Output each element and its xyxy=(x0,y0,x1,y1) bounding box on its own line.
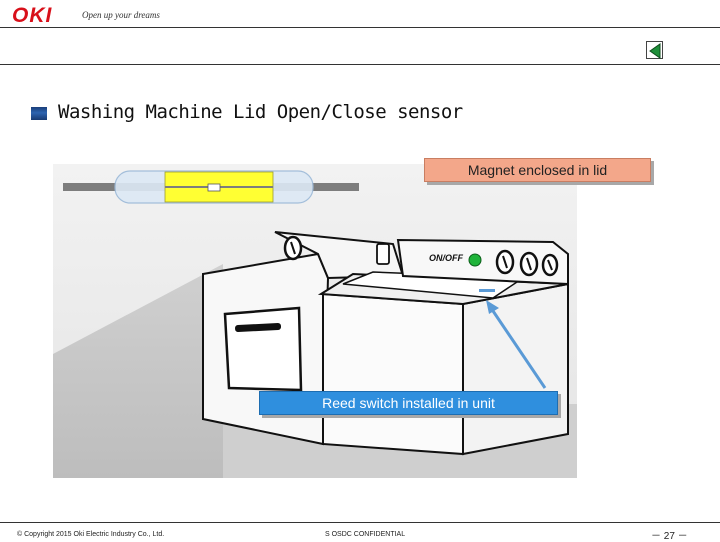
footer-rule xyxy=(0,522,720,523)
page-number: － 27 － xyxy=(651,531,688,542)
dryer-icon xyxy=(202,231,405,446)
header-rule-top xyxy=(0,27,720,28)
confidential-label: S OSDC CONFIDENTIAL xyxy=(325,531,406,538)
title-bullet-icon xyxy=(31,107,47,120)
power-indicator-icon xyxy=(468,253,482,267)
reed-switch-location xyxy=(479,289,495,292)
on-off-label: ON/OFF xyxy=(429,253,463,263)
back-button[interactable] xyxy=(646,41,663,59)
logo-tagline: Open up your dreams xyxy=(82,10,160,20)
triangle-left-icon xyxy=(649,43,661,59)
oki-logo: OKI xyxy=(12,4,53,27)
header-rule-bottom xyxy=(0,64,720,65)
reed-switch-icon xyxy=(63,170,359,204)
magnet-callout: Magnet enclosed in lid xyxy=(424,158,651,182)
washing-machine-illustration: ON/OFF xyxy=(53,164,577,478)
floor xyxy=(53,264,223,478)
slide-title: Washing Machine Lid Open/Close sensor xyxy=(58,101,463,123)
reed-switch-callout: Reed switch installed in unit xyxy=(259,391,558,415)
copyright-text: © Copyright 2015 Oki Electric Industry C… xyxy=(17,531,165,538)
reed-leader-arrow-icon xyxy=(486,300,547,389)
